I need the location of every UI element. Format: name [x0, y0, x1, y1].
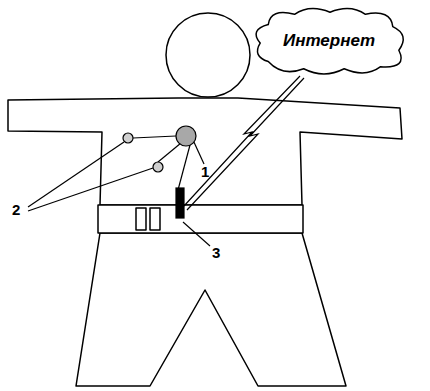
wireless-link — [184, 76, 304, 210]
callout-number: 2 — [12, 202, 20, 217]
leader-line — [193, 140, 204, 164]
electrode — [153, 162, 163, 172]
callout-number: 3 — [212, 245, 220, 260]
belt — [98, 205, 303, 233]
leader-line — [183, 222, 210, 246]
leader-line — [28, 168, 153, 211]
electrode-wire — [158, 143, 181, 162]
electrode — [123, 133, 133, 143]
monitor-device — [176, 126, 196, 146]
node-text: Интернет — [283, 31, 375, 51]
device-wire — [178, 145, 190, 190]
belt-buckle — [136, 208, 146, 230]
cloud-shape — [256, 9, 403, 74]
transmitter-device — [176, 188, 184, 218]
head — [166, 13, 250, 97]
shirt — [8, 98, 402, 205]
trousers — [76, 233, 346, 386]
electrode-wire — [133, 136, 176, 138]
cloud-node: Интернет — [248, 5, 410, 77]
leader-line — [28, 142, 124, 207]
callout-number: 1 — [201, 164, 209, 179]
belt-loop — [150, 208, 160, 230]
